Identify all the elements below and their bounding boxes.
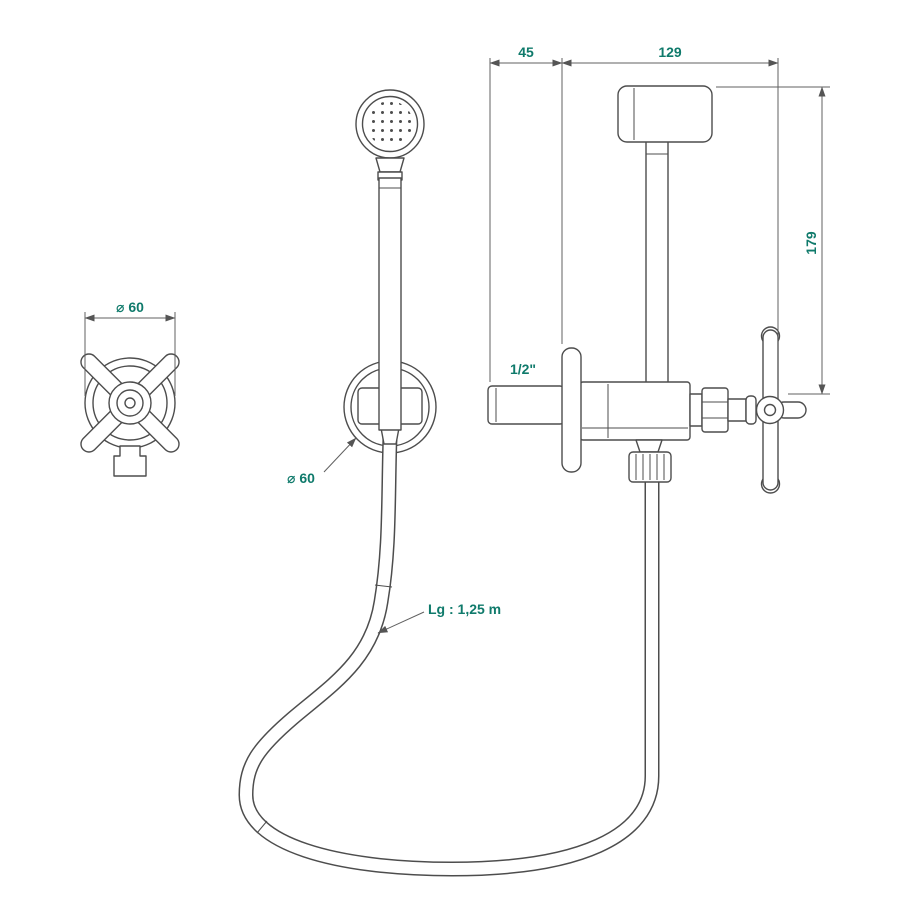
hose-outline bbox=[238, 435, 660, 877]
body-step bbox=[689, 393, 703, 427]
outlet-neck bbox=[635, 439, 663, 453]
dimensions: ⌀ 60 ⌀ 60 45 129 179 1/2" Lg : 1,25 m bbox=[84, 44, 830, 634]
dim-129-label: 129 bbox=[658, 44, 682, 60]
valve-bottom-outlet bbox=[113, 445, 147, 477]
handle-hub-side-center bbox=[763, 403, 777, 417]
spray-nozzle-dots bbox=[367, 101, 413, 147]
hose-joint-mark-upper bbox=[374, 584, 393, 588]
spray-neck bbox=[375, 157, 405, 173]
handle-collar bbox=[745, 395, 757, 425]
side-view-assembly bbox=[487, 85, 807, 494]
wall-flange-side bbox=[561, 347, 582, 473]
dim-179-label: 179 bbox=[803, 231, 819, 255]
hose-joint-mark-lower bbox=[256, 820, 268, 834]
wand-side bbox=[645, 139, 669, 387]
dim-holder-diameter-label: ⌀ 60 bbox=[287, 470, 315, 486]
coupling-knurl bbox=[635, 454, 665, 480]
valve-front-view bbox=[80, 353, 180, 477]
hose-length-label: Lg : 1,25 m bbox=[428, 601, 501, 617]
hose-core bbox=[239, 435, 658, 876]
valve-body-side bbox=[579, 381, 691, 441]
leader-hose-length bbox=[377, 611, 425, 634]
cross-handle-spokes bbox=[80, 353, 180, 453]
hand-shower-front-view bbox=[238, 89, 660, 877]
hex-nut bbox=[701, 387, 729, 433]
dim-45-label: 45 bbox=[518, 44, 534, 60]
thread-size-label: 1/2" bbox=[510, 361, 536, 377]
handle-hub-screw bbox=[124, 397, 136, 409]
handle-stem bbox=[727, 398, 747, 422]
shower-wand bbox=[378, 177, 402, 431]
spray-head-side bbox=[617, 85, 713, 143]
spout-side bbox=[487, 385, 565, 425]
dim-valve-diameter-label: ⌀ 60 bbox=[116, 299, 144, 315]
leader-holder-diameter bbox=[323, 437, 357, 473]
